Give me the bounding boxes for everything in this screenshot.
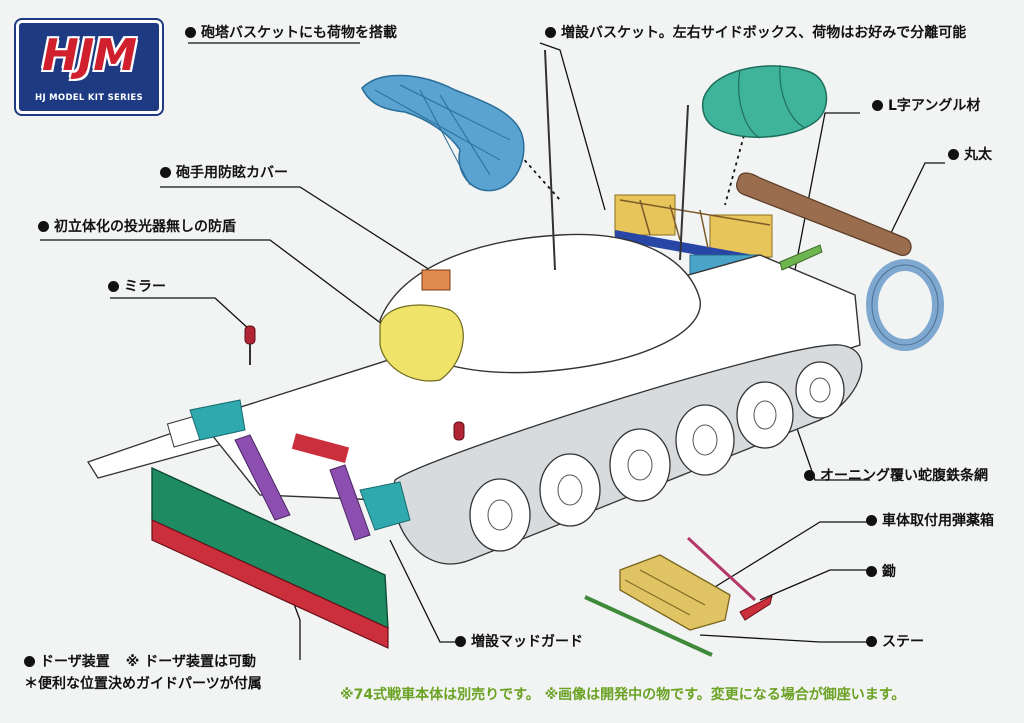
bullet-icon bbox=[804, 470, 815, 481]
label-text: 初立体化の投光器無しの防盾 bbox=[54, 219, 236, 235]
bullet-icon bbox=[185, 27, 196, 38]
label-text: オーニング覆い蛇腹鉄条網 bbox=[820, 468, 988, 484]
label-text: 丸太 bbox=[964, 147, 992, 163]
bullet-icon bbox=[38, 221, 49, 232]
logo-series-text: HJ MODEL KIT SERIES bbox=[35, 93, 143, 103]
wire-coil bbox=[866, 259, 944, 351]
label-gunner-cover: 砲手用防眩カバー bbox=[160, 164, 288, 182]
label-text: ミラー bbox=[124, 279, 166, 295]
bullet-icon bbox=[866, 566, 877, 577]
guide-parts-note: ＊便利な位置決めガイドパーツが付属 bbox=[24, 676, 262, 692]
label-mud-guard: 増設マッドガード bbox=[455, 633, 583, 651]
label-text: L字アングル材 bbox=[888, 98, 981, 114]
dozer-blade bbox=[151, 466, 389, 649]
brand-logo: HJM HJ MODEL KIT SERIES bbox=[16, 20, 162, 114]
label-mirror: ミラー bbox=[108, 278, 166, 296]
basket-cargo bbox=[701, 64, 828, 139]
tank-body bbox=[87, 49, 863, 565]
logo-mark: HJM bbox=[42, 30, 137, 81]
label-text: 車体取付用弾薬箱 bbox=[882, 513, 994, 529]
ammo-box bbox=[619, 554, 731, 631]
label-mantlet: 初立体化の投光器無しの防盾 bbox=[38, 218, 236, 236]
bullet-icon bbox=[866, 515, 877, 526]
label-log: 丸太 bbox=[948, 146, 992, 164]
stay-rod bbox=[584, 595, 713, 657]
footer-disclaimer: ※74式戦車本体は別売りです。 ※画像は開発中の物です。変更になる場合が御座いま… bbox=[340, 687, 906, 703]
dozer-movable-note: ※ ドーザ装置は可動 bbox=[125, 654, 256, 670]
bullet-icon bbox=[160, 167, 171, 178]
dozer-note-line: ドーザ装置 ※ ドーザ装置は可動 bbox=[24, 651, 256, 673]
label-text: 鋤 bbox=[882, 564, 896, 580]
bullet-icon bbox=[948, 149, 959, 160]
label-turret-basket: 砲塔バスケットにも荷物を搭載 bbox=[185, 24, 397, 42]
bullet-icon bbox=[866, 636, 877, 647]
turret-basket-cargo bbox=[361, 74, 525, 192]
label-text: ステー bbox=[882, 634, 924, 650]
label-text: 砲塔バスケットにも荷物を搭載 bbox=[201, 25, 397, 41]
pickaxe bbox=[686, 536, 773, 621]
label-wire-mesh: オーニング覆い蛇腹鉄条網 bbox=[804, 467, 988, 485]
label-ammo-box: 車体取付用弾薬箱 bbox=[866, 512, 994, 530]
label-angle-iron: L字アングル材 bbox=[872, 97, 980, 115]
bullet-icon bbox=[108, 281, 119, 292]
bullet-icon bbox=[24, 656, 35, 667]
label-dozer: ドーザ装置 bbox=[40, 654, 110, 670]
label-extra-basket: 増設バスケット。左右サイドボックス、荷物はお好みで分離可能 bbox=[545, 24, 966, 42]
bullet-icon bbox=[455, 636, 466, 647]
extra-basket bbox=[614, 194, 773, 278]
bullet-icon bbox=[545, 27, 556, 38]
log bbox=[736, 172, 912, 256]
bullet-icon bbox=[872, 100, 883, 111]
label-pickaxe: 鋤 bbox=[866, 563, 896, 581]
label-text: 増設マッドガード bbox=[471, 634, 583, 650]
label-text: 増設バスケット。左右サイドボックス、荷物はお好みで分離可能 bbox=[561, 25, 967, 41]
label-text: 砲手用防眩カバー bbox=[176, 165, 288, 181]
dotted-pointers bbox=[519, 94, 756, 206]
label-stay: ステー bbox=[866, 633, 924, 651]
